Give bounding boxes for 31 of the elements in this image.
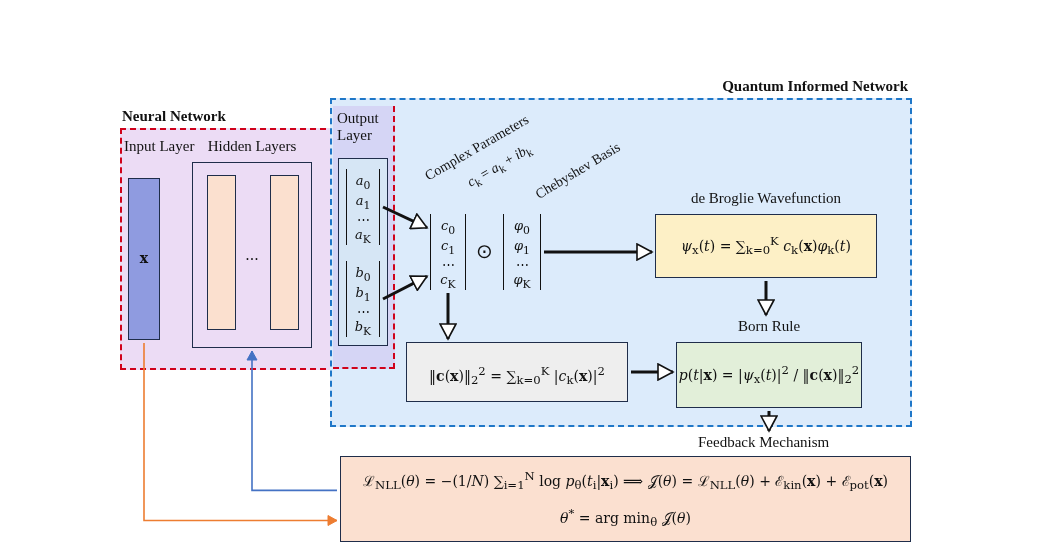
column-vector: c$_{0}$ c$_{1}$ ⋯ c$_{K}$ bbox=[430, 214, 466, 290]
formula: ψ$_{x}$(t) = ∑$_{k=0}$$^{K}$ c$_{k}$(x)φ$_{k}$(t) bbox=[681, 234, 851, 258]
group-title: Neural Network bbox=[122, 108, 226, 125]
group-title: Output Layer bbox=[337, 110, 380, 144]
formula: ℒ$_{NLL}$(θ) = −(1/N) ∑$_{i=1}$$^{N}$ log p$_{θ}$(t$_{i}$|x$_{i}$) ⟹ 𝒥(θ) = ℒ$_{NLL}$(θ) + ℰ$_{kin}$(x) + ℰ$_{pot}$(x) bbox=[362, 468, 889, 492]
box-heading: Born Rule bbox=[736, 318, 802, 336]
layer-label: Input Layer bbox=[124, 138, 195, 155]
layer-bar bbox=[207, 175, 236, 330]
arrow bbox=[382, 275, 428, 301]
arrow bbox=[382, 205, 428, 230]
arrow bbox=[544, 243, 653, 261]
operator-symbol: ⊙ bbox=[476, 239, 493, 263]
layer-bar bbox=[270, 175, 299, 330]
arrow bbox=[757, 281, 775, 316]
arrow bbox=[760, 411, 778, 432]
ellipsis-mark: ... bbox=[245, 247, 259, 263]
column-vector: a$_{0}$ a$_{1}$ ⋯ a$_{K}$ bbox=[346, 169, 380, 245]
formula-box: ‖c(x)‖$_{2}$$^{2}$ = ∑$_{k=0}$$^{K}$ |c$_{k}$(x)|$^{2}$ bbox=[406, 342, 628, 402]
arrow bbox=[439, 293, 457, 340]
input-layer-bar: x bbox=[128, 178, 160, 340]
arrow bbox=[143, 342, 338, 526]
formula: θ$^{*}$ = arg min$_{θ}$ 𝒥(θ) bbox=[560, 506, 691, 530]
arrow bbox=[246, 350, 338, 492]
box-heading: de Broglie Wavefunction bbox=[689, 190, 843, 208]
box-heading: Feedback Mechanism bbox=[697, 434, 831, 452]
column-vector: b$_{0}$ b$_{1}$ ⋯ b$_{K}$ bbox=[346, 261, 380, 337]
vector-panel bbox=[338, 158, 388, 346]
column-vector: φ$_{0}$ φ$_{1}$ ⋯ φ$_{K}$ bbox=[503, 214, 541, 290]
group-title: Quantum Informed Network bbox=[722, 78, 908, 95]
box-heading: Hidden Layers bbox=[206, 138, 298, 156]
arrow bbox=[631, 363, 674, 381]
